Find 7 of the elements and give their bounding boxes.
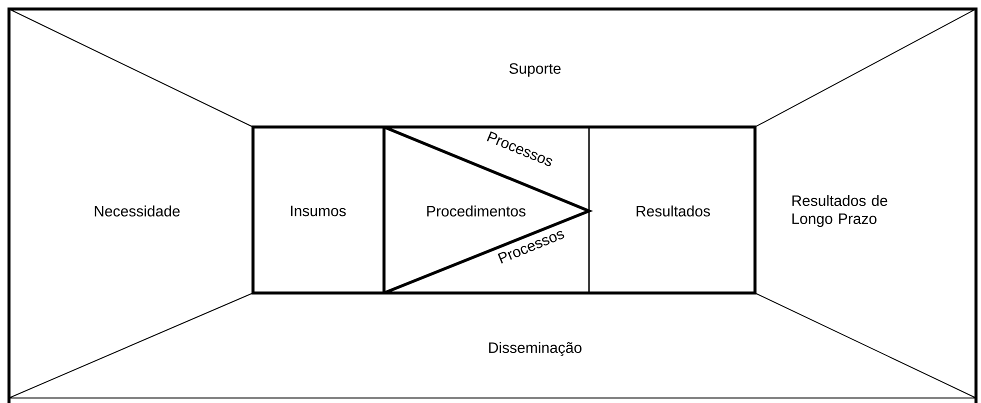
stage-label: Insumos: [291, 206, 346, 216]
region-label: Necessidade: [94, 205, 180, 216]
region-label: Suporte: [509, 63, 561, 77]
stage-label: Resultados: [636, 205, 710, 216]
region-label: Resultados de Longo Prazo: [792, 195, 888, 227]
region-label: Disseminação: [489, 342, 582, 356]
stage-label: Procedimentos: [427, 205, 526, 216]
